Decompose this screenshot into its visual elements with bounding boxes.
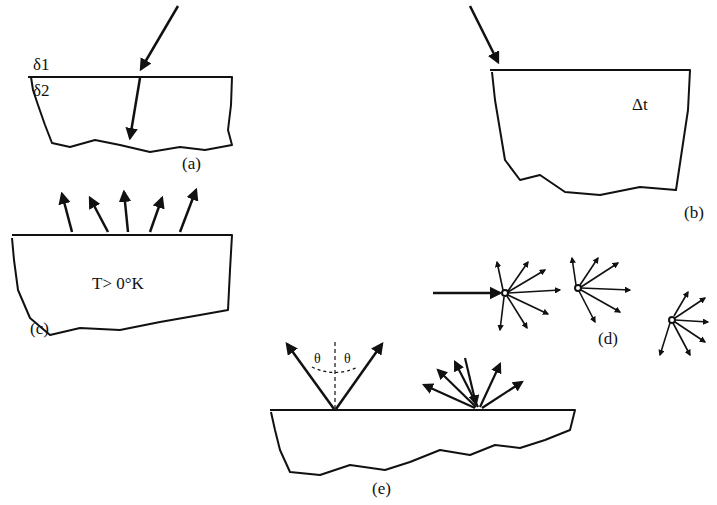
panel-letter: (c) [30,320,49,337]
angle-label: θ [314,352,321,366]
panel-letter: (d) [598,330,618,347]
panel-letter: (a) [182,155,201,172]
interval-label: Δt [632,96,648,113]
medium-label: δ1 [33,56,50,73]
temperature-label: T> 0°K [92,275,144,292]
medium-label: δ2 [33,82,50,99]
panel-letter: (b) [684,204,704,221]
angle-label: θ [344,352,351,366]
panel-letter: (e) [372,480,391,497]
